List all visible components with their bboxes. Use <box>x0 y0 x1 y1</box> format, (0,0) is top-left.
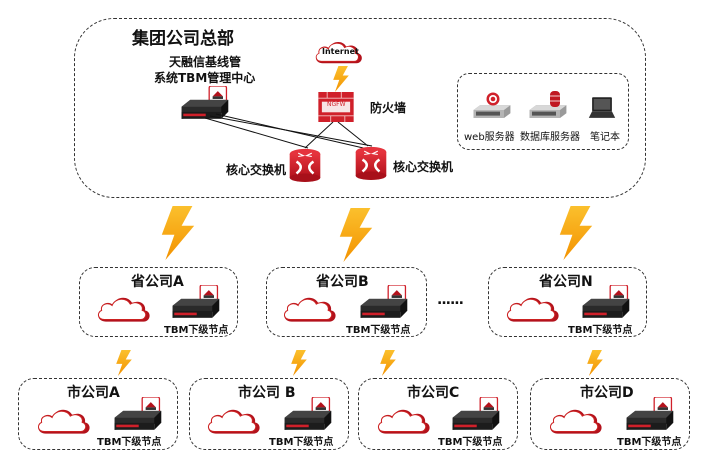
city-box <box>189 378 349 450</box>
tbm-node-icon[interactable] <box>356 285 410 323</box>
tbm-node-icon[interactable] <box>110 397 164 435</box>
tbm-node-icon[interactable] <box>578 285 632 323</box>
lightning-bolt-icon <box>379 350 397 376</box>
province-title: 省公司B <box>316 274 369 290</box>
database-stack-icon <box>550 91 560 107</box>
laptop-label: 笔记本 <box>590 132 620 143</box>
link-firewall-switch1 <box>304 121 334 149</box>
link-tbm-switch2 <box>215 113 373 151</box>
lightning-bolt-icon <box>558 205 594 261</box>
cloud-icon <box>376 405 432 437</box>
tbm-node-icon[interactable] <box>280 397 334 435</box>
tbm-node-label: TBM下级节点 <box>346 325 411 336</box>
tbm-node-icon[interactable] <box>168 285 222 323</box>
lightning-bolt-icon <box>160 205 196 261</box>
web-server-label: web服务器 <box>464 132 515 143</box>
province-box <box>266 267 427 337</box>
cloud-icon <box>548 405 604 437</box>
firewall-badge: NGFW <box>327 101 346 108</box>
firewall-label: 防火墙 <box>370 101 407 115</box>
tbm-node-label: TBM下级节点 <box>568 325 633 336</box>
city-title: 市公司C <box>407 385 460 401</box>
tbm-node-label: TBM下级节点 <box>617 437 682 448</box>
tbm-center-label-line2: 系统TBM管理中心 <box>154 71 256 85</box>
core-switch-2-icon[interactable] <box>354 145 388 181</box>
lightning-bolt-icon <box>338 207 374 263</box>
city-box <box>18 378 178 450</box>
laptop-icon[interactable] <box>588 96 616 120</box>
cloud-icon <box>505 293 561 325</box>
core-switch-1-icon[interactable] <box>288 147 322 183</box>
core-switch-2-label: 核心交换机 <box>393 160 454 174</box>
tbm-node-label: TBM下级节点 <box>97 437 162 448</box>
cloud-icon <box>96 293 152 325</box>
database-server-label: 数据库服务器 <box>520 132 580 143</box>
lightning-bolt-icon <box>115 350 133 376</box>
tbm-node-icon[interactable] <box>622 397 676 435</box>
city-title: 市公司D <box>580 385 634 401</box>
cloud-icon <box>36 405 92 437</box>
server-group <box>457 73 629 150</box>
city-title: 市公司 B <box>238 385 296 401</box>
cloud-icon <box>206 405 262 437</box>
lightning-bolt-icon <box>586 350 604 376</box>
province-title: 省公司A <box>131 274 184 290</box>
lightning-bolt-icon <box>332 66 350 92</box>
headquarters-group <box>74 18 646 198</box>
province-box <box>488 267 647 337</box>
database-server-icon[interactable] <box>528 100 568 120</box>
internet-label: Internet <box>322 47 359 56</box>
link-firewall-switch2 <box>337 121 369 147</box>
province-box <box>79 267 238 337</box>
tbm-node-icon[interactable] <box>448 397 502 435</box>
web-target-icon <box>486 92 500 106</box>
link-tbm-switch1-a <box>204 117 309 149</box>
tbm-node-label: TBM下级节点 <box>438 437 503 448</box>
tbm-node-label: TBM下级节点 <box>164 325 229 336</box>
cloud-icon <box>282 293 338 325</box>
tbm-center-label-line1: 天融信基线管 <box>169 55 242 69</box>
city-box <box>530 378 690 450</box>
province-title: 省公司N <box>539 274 593 290</box>
city-box <box>358 378 518 450</box>
tbm-node-label: TBM下级节点 <box>269 437 334 448</box>
lightning-bolt-icon <box>290 350 308 376</box>
core-switch-1-label: 核心交换机 <box>226 163 287 177</box>
city-title: 市公司A <box>67 385 120 401</box>
headquarters-title: 集团公司总部 <box>132 29 234 49</box>
ellipsis: ...... <box>437 292 464 308</box>
